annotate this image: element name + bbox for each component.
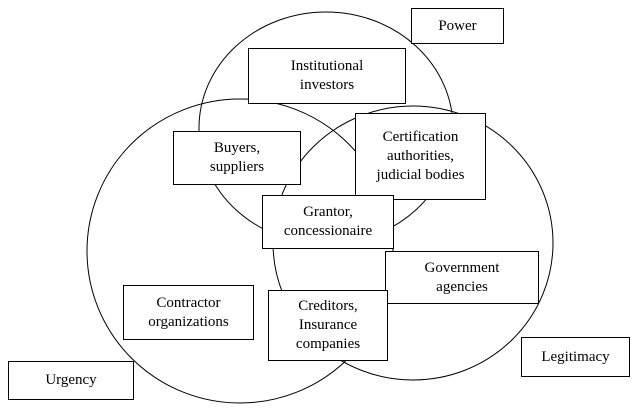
government-agencies-label: Government agencies (424, 259, 500, 295)
legitimacy-label: Legitimacy (541, 348, 610, 365)
power-label: Power (438, 17, 477, 34)
certification-authorities-box: Certification authorities, judicial bodi… (355, 113, 486, 200)
grantor-concessionaire-label: Grantor, concessionaire (283, 204, 373, 239)
power-label-box: Power (411, 8, 504, 44)
urgency-label: Urgency (45, 372, 97, 388)
institutional-investors-label: Institutional investors (290, 58, 364, 93)
institutional-investors-box: Institutional investors (248, 48, 406, 104)
buyers-suppliers-label: Buyers, suppliers (209, 140, 265, 175)
buyers-suppliers-box: Buyers, suppliers (173, 131, 301, 185)
urgency-label-box: Urgency (8, 361, 134, 400)
contractor-organizations-box: Contractor organizations (123, 285, 254, 340)
government-agencies-box: Government agencies (385, 251, 539, 304)
certification-authorities-label: Certification authorities, judicial bodi… (376, 129, 465, 183)
grantor-concessionaire-box: Grantor, concessionaire (262, 195, 394, 249)
creditors-insurance-label: Creditors, Insurance companies (295, 298, 361, 352)
creditors-insurance-box: Creditors, Insurance companies (268, 290, 388, 361)
contractor-organizations-label: Contractor organizations (148, 294, 229, 330)
legitimacy-label-box: Legitimacy (521, 337, 630, 377)
